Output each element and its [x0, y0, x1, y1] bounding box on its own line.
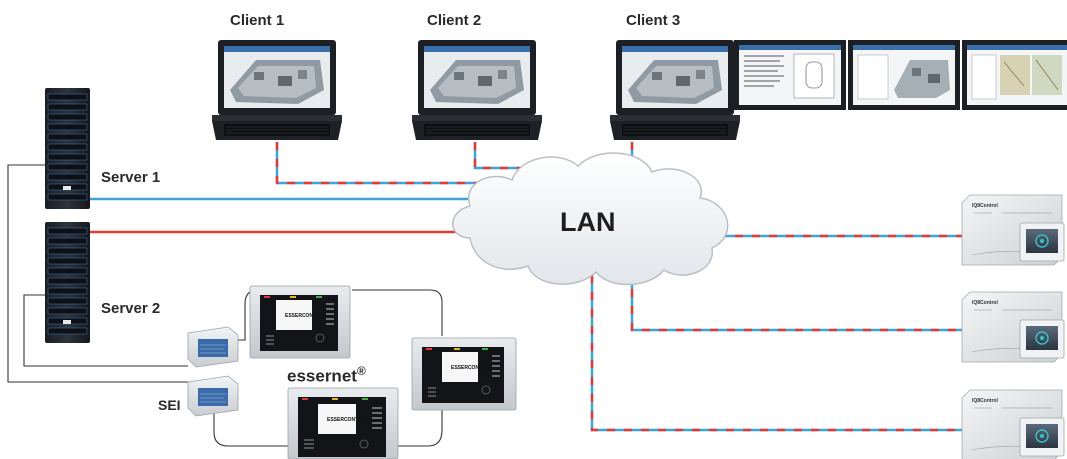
lan-label: LAN: [560, 207, 616, 237]
sei-module-2: [187, 375, 239, 417]
control-module-2: [961, 291, 1065, 363]
client-3-laptop: [610, 40, 740, 140]
registered-mark: ®: [356, 364, 366, 378]
fire-panel-top: [249, 285, 351, 359]
client-3-label: Client 3: [626, 12, 681, 29]
module-brand-text: IQ8Control: [972, 398, 998, 404]
sei-label: SEI: [158, 397, 181, 413]
control-module-3: [961, 389, 1065, 459]
client-2-label: Client 2: [427, 12, 482, 29]
network-cables: [90, 142, 965, 432]
client-3-monitor-4: [962, 40, 1067, 110]
panel-brand-text: ESSERCONTROL: [327, 417, 369, 423]
essernet-text: essernet: [287, 366, 357, 386]
control-module-1: [961, 194, 1065, 266]
module-brand-text: IQ8Control: [972, 300, 998, 306]
fire-panel-right: [411, 337, 517, 411]
client-3-monitor-3: [848, 40, 960, 110]
lan-cloud: [452, 152, 729, 286]
module-brand-text: IQ8Control: [972, 203, 998, 209]
sei-module-1: [187, 326, 239, 368]
server-2-label: Server 2: [101, 300, 161, 317]
client-1-laptop: [212, 40, 342, 140]
panel-brand-text: ESSERCONTROL: [285, 313, 327, 319]
fire-panel-bottom: [287, 387, 399, 459]
black-wiring: [7, 164, 443, 447]
client-3-monitor-2: [734, 40, 846, 110]
client-2-laptop: [412, 40, 542, 140]
essernet-label: essernet®: [287, 364, 366, 387]
client-1-label: Client 1: [230, 12, 285, 29]
panel-brand-text: ESSERCONTROL: [451, 365, 493, 371]
server-1-label: Server 1: [101, 169, 161, 186]
server-2-rack: [45, 222, 90, 343]
server-1-rack: [45, 88, 90, 209]
